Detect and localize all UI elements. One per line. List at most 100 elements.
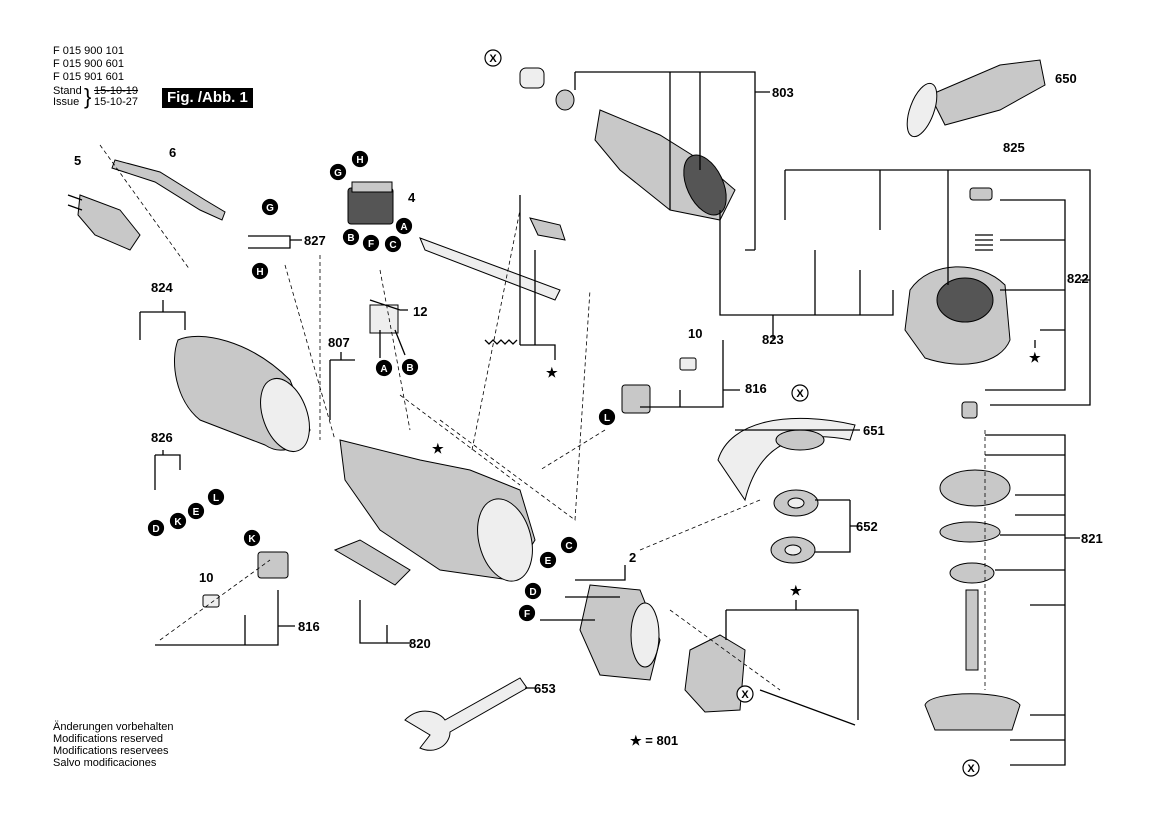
marker-l: L [598,408,616,426]
spindle-lock-spring [975,234,993,251]
marker-g: G [261,198,279,216]
side-handle [929,59,1046,126]
marker-circle [560,536,578,554]
marker-letter: G [334,168,342,179]
note: Modifications reserved [53,733,164,745]
label-651: 651 [863,423,885,438]
marker-circle [261,198,279,216]
marker-c: C [384,235,402,253]
marker-circle [736,685,754,703]
power-cord [111,159,226,221]
switch-top [351,181,393,193]
marker-letter: X [796,388,804,400]
housing-opening [477,498,533,582]
guard-collar [775,429,825,451]
bearing-flange-bottom [924,693,1021,731]
marker-k: K [169,512,187,530]
long-screw [759,689,856,726]
figure-label: Fig. /Abb. 1 [162,88,253,108]
marker-x: X [962,759,980,777]
switch-button [529,217,566,241]
marker-circle [147,519,165,537]
carbon-brush [202,594,220,608]
part-number-list: F 015 900 101 F 015 900 601 F 015 901 60… [53,45,124,84]
spring [484,339,518,345]
marker-circle [207,488,225,506]
brush-holder [257,551,289,579]
marker-circle [384,235,402,253]
label-10b: 10 [199,570,213,585]
switch [347,187,394,225]
label-803: 803 [772,85,794,100]
marker-d: D [524,582,542,600]
marker-letter: E [193,507,200,518]
marker-circle [329,163,347,181]
part-number: F 015 901 601 [53,71,124,83]
marker-b: B [401,358,419,376]
stand-date: 15-10-19 [94,85,139,97]
marker-letter: C [389,240,396,251]
marker-circle [524,582,542,600]
star-icon: ★ [790,583,802,598]
switch-bar [419,237,561,301]
spindle [965,589,979,671]
marker-circle [251,262,269,280]
armature-fan [683,154,727,216]
marker-letter: B [347,233,354,244]
marker-b: B [342,228,360,246]
revision-info: Stand Issue } 15-10-19 15-10-27 [53,85,138,108]
marker-letter: L [213,493,219,504]
label-4: 4 [408,190,416,205]
wheel-guard [717,417,856,502]
label-816b: 816 [298,619,320,634]
marker-e: E [187,502,205,520]
marker-circle [375,359,393,377]
bearing-cap [519,67,545,89]
marker-letter: F [524,609,530,620]
ball-bearing [949,562,995,584]
marker-letter: D [529,587,536,598]
marker-circle [484,49,502,67]
marker-x: X [484,49,502,67]
label-823: 823 [762,332,784,347]
gear-housing-top [936,277,994,323]
marker-c: C [560,536,578,554]
rear-cap-opening [260,378,310,452]
marker-letter: X [967,763,975,775]
marker-letter: K [174,517,182,528]
issue-label: Issue [53,96,80,108]
marker-letter: K [248,534,256,545]
label-807: 807 [328,335,350,350]
label-6: 6 [169,145,176,160]
label-820: 820 [409,636,431,651]
marker-h: H [351,150,369,168]
marker-g: G [329,163,347,181]
bearing [555,89,575,111]
handle-guard [906,82,938,138]
marker-circle [351,150,369,168]
marker-letter: A [400,222,407,233]
modification-notes: Änderungen vorbehalten Modifications res… [53,721,173,769]
star-icon: ★ [1029,350,1041,365]
label-10: 10 [688,326,702,341]
leader-lines [99,71,1091,766]
marker-h: H [251,262,269,280]
star-icon: ★ [546,365,558,380]
marker-circle [962,759,980,777]
label-827: 827 [304,233,326,248]
marker-letter: A [380,364,387,375]
star-icon: ★ [432,441,444,456]
star-markers: ★ ★ ★ ★ [432,350,1041,598]
issue-date: 15-10-27 [94,96,139,108]
marker-x: X [736,685,754,703]
label-826: 826 [151,430,173,445]
bearing-plate [939,521,1001,543]
stand-label: Stand [53,85,82,97]
locking-nut-hole [784,544,802,556]
marker-letter: E [545,556,552,567]
marker-d: D [147,519,165,537]
marker-circle [598,408,616,426]
label-825: 825 [1003,140,1025,155]
parts [67,59,1046,751]
